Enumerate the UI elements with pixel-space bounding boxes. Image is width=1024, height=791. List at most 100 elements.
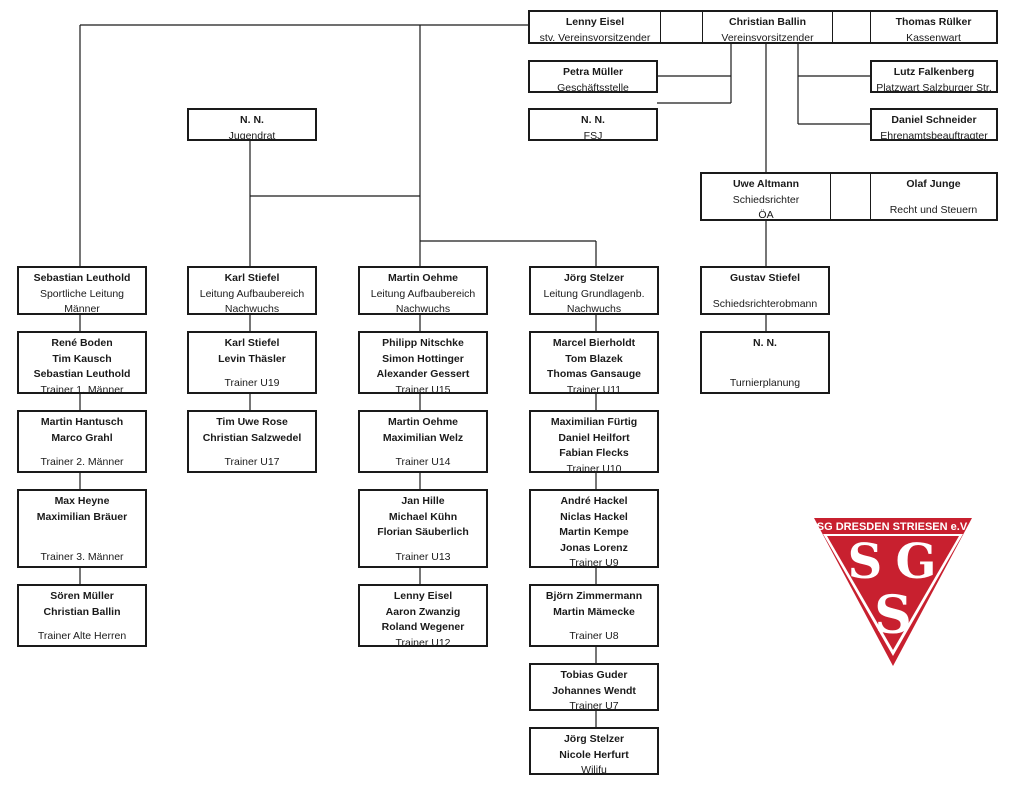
person-name: Roland Wegener	[381, 621, 465, 633]
person-name: Niclas Hackel	[560, 510, 628, 523]
board-vice-chair: Lenny Eisel stv. Vereinsvorsitzender	[530, 12, 660, 44]
person-name: Daniel Schneider	[891, 114, 977, 126]
oa-spacer	[830, 174, 870, 219]
role-label-2: Männer	[64, 303, 100, 315]
club-logo: SG DRESDEN STRIESEN e.V. S G S	[812, 516, 974, 668]
role-label: Trainer U14	[395, 455, 451, 468]
office-box-fsj: N. N. FSJ	[528, 108, 658, 142]
role-label: Geschäftsstelle	[557, 81, 629, 94]
role-label: Schiedsrichterobmann	[712, 297, 818, 310]
person-name: Tim Kausch	[52, 352, 112, 365]
person-name: Sören Müller	[50, 590, 114, 602]
person-name: Levin Thäsler	[218, 352, 286, 365]
office-box-platzwart: Lutz Falkenberg Platzwart Salzburger Str…	[870, 60, 998, 94]
role-label: Turnierplanung	[729, 376, 801, 389]
person-name: N. N.	[753, 337, 777, 349]
role-label: Trainer 2. Männer	[40, 455, 124, 468]
role-label-2: Nachwuchs	[566, 303, 622, 315]
role-label: Ehrenamtsbeauftragter	[880, 129, 988, 142]
role-label: Trainer U19	[224, 376, 280, 389]
box-content: Lutz Falkenberg Platzwart Salzburger Str…	[872, 62, 996, 94]
role-label: Trainer Alte Herren	[37, 629, 127, 642]
person-name: Björn Zimmermann	[545, 590, 643, 602]
person-name: Martin Kempe	[559, 526, 629, 538]
board-chair: Christian Ballin Vereinsvorsitzender	[702, 12, 832, 44]
person-name: Christian Salzwedel	[202, 431, 302, 444]
person-name: Maximilian Welz	[382, 431, 464, 444]
person-name: N. N.	[581, 114, 605, 126]
box-content: Petra Müller Geschäftsstelle	[530, 62, 656, 94]
person-name: Daniel Heilfort	[558, 431, 630, 444]
person-name: Uwe Altmann	[732, 178, 800, 190]
person-name: Jörg Stelzer	[563, 733, 625, 745]
lead-box-aufbau-2: Martin Oehme Leitung Aufbaubereich Nachw…	[358, 266, 488, 315]
office-box-ehrenamt: Daniel Schneider Ehrenamtsbeauftragter	[870, 108, 998, 142]
person-name: Petra Müller	[562, 66, 624, 78]
role-label: Wilifu	[581, 764, 607, 776]
role-label: Trainer U12	[395, 636, 451, 649]
person-name: Karl Stiefel	[224, 337, 280, 349]
person-name: Lenny Eisel	[393, 590, 453, 602]
box-content: Gustav Stiefel Schiedsrichterobmann	[702, 268, 828, 313]
role-label: Trainer U13	[395, 550, 451, 563]
role-label-2: ÖA	[758, 209, 774, 221]
person-name: Philipp Nitschke	[382, 337, 464, 349]
person-name: Simon Hottinger	[382, 352, 464, 365]
person-name: Marcel Bierholdt	[552, 337, 636, 349]
board-treasurer: Thomas Rülker Kassenwart	[870, 12, 996, 44]
oa-recht: Olaf Junge Recht und Steuern	[870, 174, 996, 219]
person-name: Johannes Wendt	[552, 684, 636, 697]
person-name: Thomas Rülker	[895, 16, 972, 28]
lead-box-grundlagen: Jörg Stelzer Leitung Grundlagenb. Nachwu…	[529, 266, 659, 315]
person-name: Lutz Falkenberg	[893, 66, 975, 78]
role-label: Recht und Steuern	[889, 203, 978, 216]
person-name: Florian Säuberlich	[377, 526, 469, 538]
lead-box-schiedsrichterobmann: Gustav Stiefel Schiedsrichterobmann	[700, 266, 830, 315]
person-name: Lenny Eisel	[565, 16, 625, 28]
person-name: Christian Ballin	[728, 16, 806, 28]
oa-box: Uwe Altmann Schiedsrichter ÖA Olaf Junge…	[700, 172, 998, 221]
role-label: Trainer U8	[569, 629, 619, 642]
role-label-2: Nachwuchs	[395, 303, 451, 315]
box-content: Karl Stiefel Leitung Aufbaubereich Nachw…	[189, 268, 315, 315]
box-content: Daniel Schneider Ehrenamtsbeauftragter	[872, 110, 996, 142]
person-name: Max Heyne	[54, 495, 110, 507]
box-content: Sebastian Leuthold Sportliche Leitung Mä…	[19, 268, 145, 315]
role-label: Sportliche Leitung	[39, 287, 125, 300]
office-box-geschaeftsstelle: Petra Müller Geschäftsstelle	[528, 60, 658, 94]
role-label: Leitung Aufbaubereich	[370, 287, 476, 300]
role-label: Trainer U7	[569, 700, 619, 712]
person-name: Maximilian Fürtig	[550, 416, 638, 428]
board-spacer-right	[832, 12, 870, 42]
person-name: Karl Stiefel	[224, 272, 280, 284]
role-label: Schiedsrichter	[732, 193, 800, 206]
oa-schiedsrichter: Uwe Altmann Schiedsrichter ÖA	[702, 174, 830, 221]
lead-box-aufbau-1: Karl Stiefel Leitung Aufbaubereich Nachw…	[187, 266, 317, 315]
person-name: Marco Grahl	[51, 431, 113, 444]
role-label: FSJ	[583, 129, 603, 142]
person-name: Tim Uwe Rose	[216, 416, 288, 428]
person-name: Maximilian Bräuer	[36, 510, 128, 523]
person-name: Tom Blazek	[565, 352, 623, 365]
box-content: N. N. Turnierplanung	[702, 333, 828, 392]
